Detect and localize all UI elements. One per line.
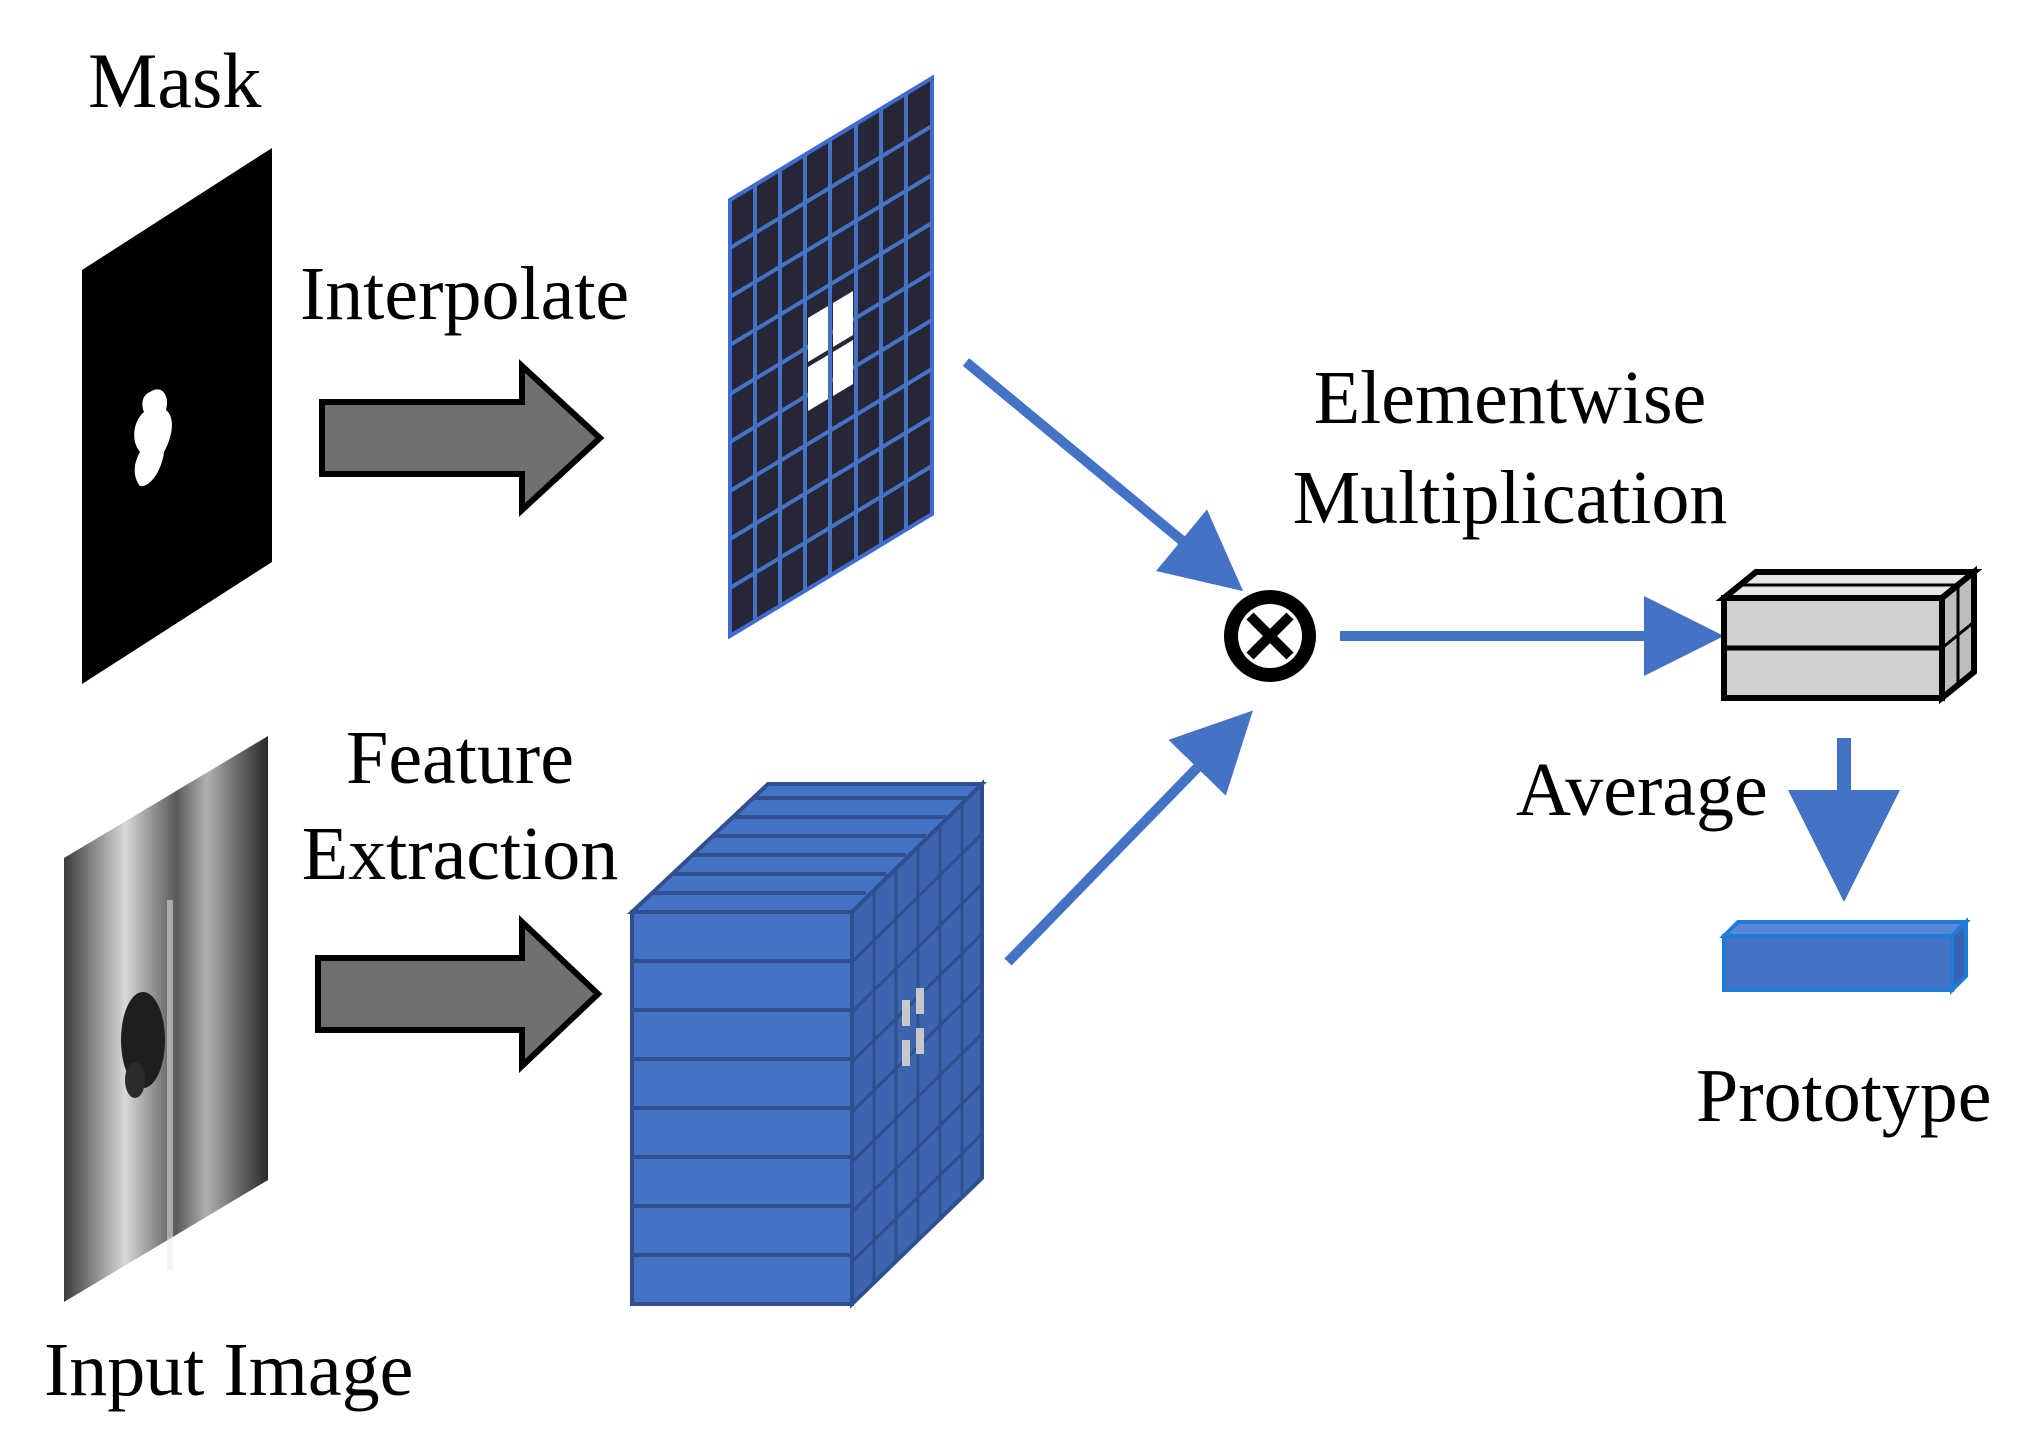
features-to-multiply-arrow (1004, 710, 1253, 966)
feature-label: Feature (346, 716, 574, 800)
interpolate-label: Interpolate (300, 252, 630, 336)
average-label: Average (1516, 748, 1768, 832)
elementwise-label: Elementwise (1313, 356, 1707, 440)
feature-map-cube (626, 779, 987, 1309)
mask-label: Mask (88, 37, 262, 124)
mask-image (82, 148, 272, 684)
mask-to-multiply-arrow (962, 358, 1244, 592)
input-image (64, 736, 268, 1302)
interpolated-mask-grid (728, 74, 934, 640)
multiplication-label: Multiplication (1292, 456, 1728, 540)
extraction-label: Extraction (301, 812, 619, 896)
masked-feature-cube (1715, 565, 1983, 705)
prototype-bar (1719, 917, 1971, 995)
input-image-label: Input Image (44, 1328, 414, 1412)
prototype-label: Prototype (1696, 1054, 1992, 1138)
interpolate-arrow (319, 359, 605, 517)
circled-times-icon (1224, 590, 1316, 682)
feature-extraction-arrow (315, 915, 603, 1073)
